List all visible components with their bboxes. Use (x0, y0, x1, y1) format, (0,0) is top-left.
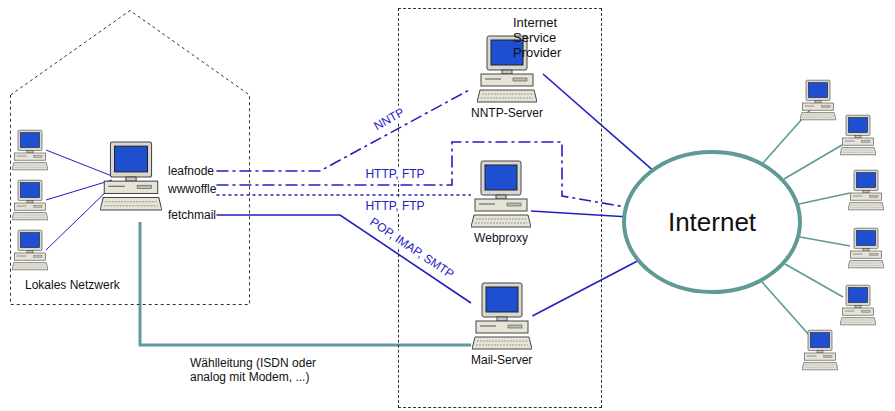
node-text: NNTP-Server (471, 106, 543, 120)
connector-label: HTTP, FTP (363, 199, 426, 213)
connector (531, 211, 625, 217)
node-text: Webproxy (474, 231, 528, 245)
internet-ellipse: Internet (622, 150, 802, 294)
connector-label: Wählleitung (ISDN oder analog mit Modem,… (188, 356, 342, 384)
server-computer: Mail-Server (471, 281, 532, 367)
computer-icon (471, 159, 531, 229)
computer-icon (100, 140, 162, 212)
node-text: leafnode (168, 164, 216, 178)
connector-label: NNTP (370, 104, 409, 134)
connector (216, 89, 471, 171)
connector (216, 194, 471, 196)
node-text: wwwoffle (168, 182, 216, 196)
node-text: Mail-Server (471, 353, 532, 367)
node-text: Internet Service Provider (513, 15, 599, 60)
node-text: Internet (668, 207, 756, 237)
connector-label: POP, IMAP, SMTP (366, 214, 459, 283)
lan-computers (12, 130, 48, 270)
connector (140, 222, 471, 345)
gateway-computer: leafnode wwwoffle fetchmail (100, 140, 216, 222)
computer-icon (472, 281, 532, 351)
node-text: Lokales Netzwerk (25, 278, 120, 292)
service-list: leafnode wwwoffle fetchmail (168, 140, 216, 222)
internet-computers (800, 80, 884, 370)
node-text: fetchmail (168, 208, 216, 222)
connector-label: HTTP, FTP (363, 167, 426, 181)
connector (543, 74, 654, 171)
server-computer: Webproxy (471, 159, 531, 245)
provider-box: NNTP-ServerWebproxyMail-Server Internet S… (398, 8, 602, 408)
house-outline: leafnode wwwoffle fetchmailLokales Netzwer… (10, 10, 250, 305)
connector (216, 142, 627, 207)
connector (532, 260, 639, 316)
